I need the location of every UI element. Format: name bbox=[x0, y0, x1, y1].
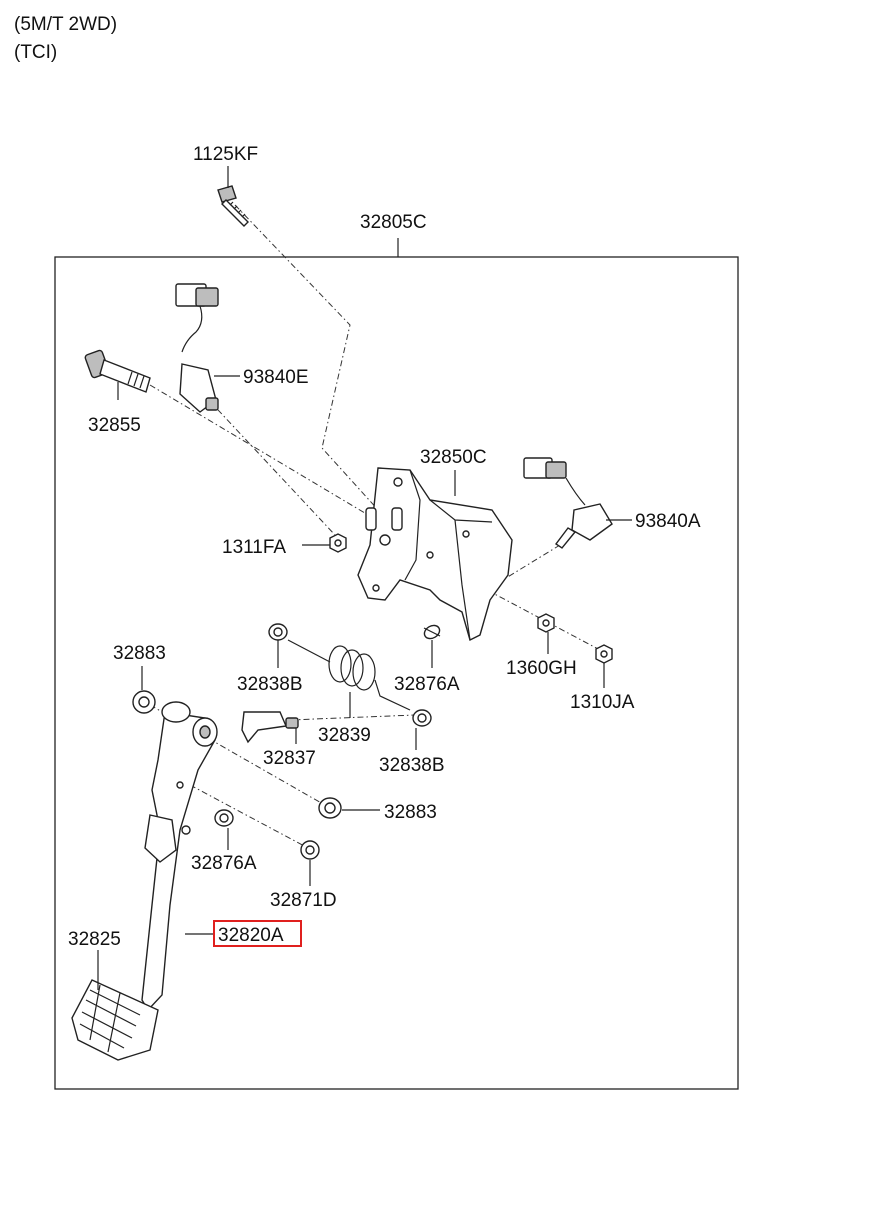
clutch-pedal-arm-32820A-icon bbox=[141, 701, 218, 1012]
assembly-dashed-lines bbox=[149, 204, 601, 849]
label-93840E[interactable]: 93840E bbox=[243, 367, 309, 388]
label-32871D[interactable]: 32871D bbox=[270, 890, 337, 911]
label-32820A[interactable]: 32820A bbox=[218, 925, 284, 946]
label-32838B-bottom[interactable]: 32838B bbox=[379, 755, 445, 776]
label-1125KF[interactable]: 1125KF bbox=[193, 144, 258, 165]
stop-switch-93840A-icon bbox=[523, 457, 613, 549]
diagram-header-engine: (TCI) bbox=[14, 42, 58, 63]
label-32876A-bottom[interactable]: 32876A bbox=[191, 853, 257, 874]
clutch-switch-93840E-icon bbox=[175, 283, 219, 413]
collar-32871D-icon bbox=[300, 840, 320, 860]
nut-1311FA-icon bbox=[329, 533, 347, 553]
pedal-pad-32825-icon bbox=[71, 979, 159, 1061]
label-32883-bottom[interactable]: 32883 bbox=[384, 802, 437, 823]
highlight-box-32820A bbox=[213, 920, 302, 947]
assembly-frame bbox=[54, 256, 739, 1090]
bushing-32838B-top-icon bbox=[268, 623, 288, 641]
label-32850C[interactable]: 32850C bbox=[420, 447, 487, 468]
bushing-32838B-bottom-icon bbox=[412, 709, 432, 727]
return-spring-32839-icon bbox=[287, 639, 411, 711]
label-32855[interactable]: 32855 bbox=[88, 415, 141, 436]
label-93840A[interactable]: 93840A bbox=[635, 511, 701, 532]
label-32876A-top[interactable]: 32876A bbox=[394, 674, 460, 695]
label-32805C[interactable]: 32805C bbox=[360, 212, 427, 233]
nut-1360GH-icon bbox=[537, 613, 555, 633]
label-1311FA[interactable]: 1311FA bbox=[222, 537, 286, 558]
pedal-bracket-32850C-icon bbox=[357, 467, 513, 642]
label-1360GH[interactable]: 1360GH bbox=[506, 658, 577, 679]
label-32825[interactable]: 32825 bbox=[68, 929, 121, 950]
bushing-32883-bottom-icon bbox=[318, 797, 342, 819]
label-32883-top[interactable]: 32883 bbox=[113, 643, 166, 664]
label-1310JA[interactable]: 1310JA bbox=[570, 692, 635, 713]
pin-32876A-top-icon bbox=[423, 624, 441, 640]
nut-32876A-bottom-icon bbox=[214, 809, 234, 827]
pivot-bolt-32855-icon bbox=[84, 349, 151, 393]
bolt-1125KF-icon bbox=[217, 185, 249, 227]
label-32837[interactable]: 32837 bbox=[263, 748, 316, 769]
leader-lines bbox=[97, 166, 632, 990]
nut-1310JA-icon bbox=[595, 644, 613, 664]
stopper-32837-icon bbox=[241, 711, 299, 744]
label-32839[interactable]: 32839 bbox=[318, 725, 371, 746]
diagram-header-variant: (5M/T 2WD) bbox=[14, 14, 118, 35]
label-32838B-top[interactable]: 32838B bbox=[237, 674, 303, 695]
bushing-32883-top-icon bbox=[132, 690, 156, 714]
